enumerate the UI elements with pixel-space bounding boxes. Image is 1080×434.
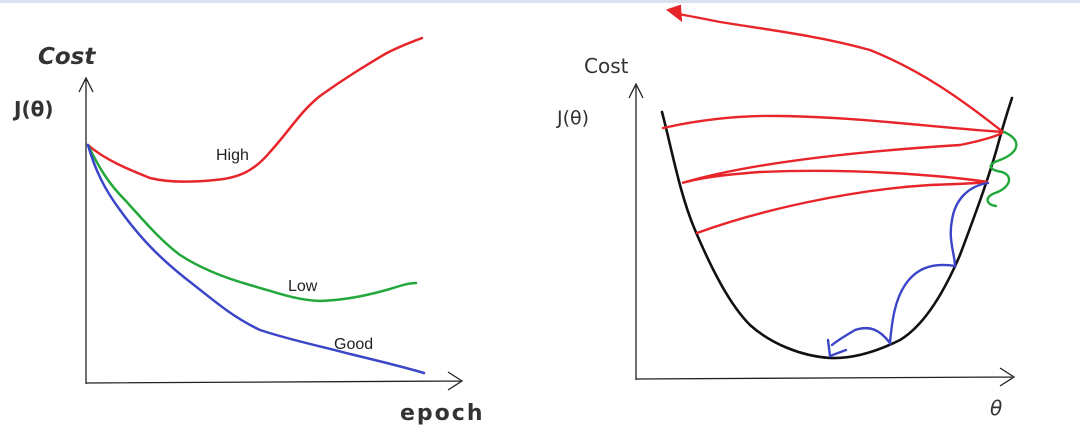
high-rate-curve <box>86 36 424 183</box>
right-y-label-cost: Cost <box>584 54 629 78</box>
right-x-axis <box>635 367 1016 387</box>
window-top-border <box>0 0 1080 3</box>
high-rate-arrowhead <box>665 4 683 23</box>
left-y-axis <box>78 76 94 384</box>
left-x-axis <box>85 371 464 391</box>
high-rate-steps <box>661 12 1006 235</box>
good-rate-arrowhead <box>826 338 848 358</box>
right-plot: Cost J(θ) θ <box>556 4 1018 420</box>
left-x-label-epoch: epoch <box>400 401 485 426</box>
low-curve-label: Low <box>288 278 318 295</box>
right-y-label-j: J(θ) <box>556 107 589 129</box>
right-y-axis <box>628 82 644 380</box>
cost-function-bowl <box>660 96 1014 360</box>
good-rate-steps <box>830 181 990 347</box>
low-rate-oscillation <box>986 130 1018 208</box>
left-y-label-j: J(θ) <box>12 97 53 121</box>
high-curve-label: High <box>216 147 249 164</box>
low-rate-curve <box>86 143 418 303</box>
good-curve-label: Good <box>334 336 373 353</box>
right-x-label-theta: θ <box>990 396 1002 420</box>
left-y-label-cost: Cost <box>38 44 96 70</box>
good-rate-curve <box>86 143 426 375</box>
left-plot: Cost J(θ) epoch High Low Good <box>12 36 485 426</box>
